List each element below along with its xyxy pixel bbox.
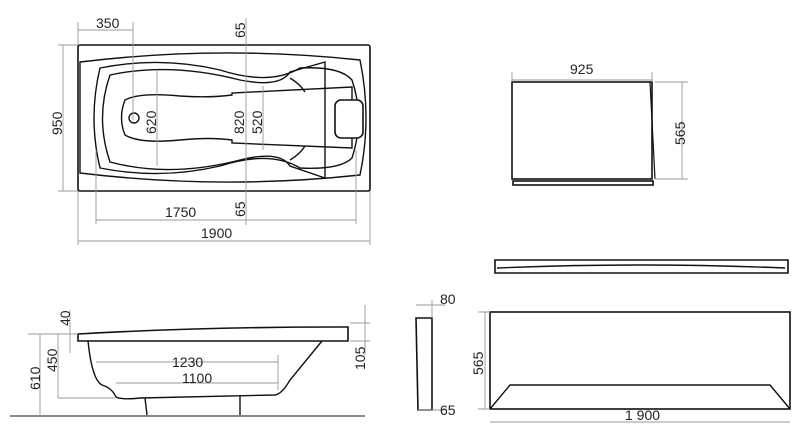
dim-1100: 1100 xyxy=(182,370,212,386)
dim-40: 40 xyxy=(57,310,73,326)
bathtub-side-view: 40 610 450 1230 1100 105 xyxy=(10,305,370,417)
front-panel-top-view xyxy=(494,259,789,274)
front-panel: 565 1 900 xyxy=(470,311,791,423)
dim-620: 620 xyxy=(143,110,159,134)
dim-1230: 1230 xyxy=(172,354,203,370)
end-panel-side-view: 80 65 xyxy=(415,291,456,418)
headrest-icon xyxy=(334,99,364,139)
dim-350: 350 xyxy=(96,15,120,31)
dim-520: 520 xyxy=(249,110,265,134)
dim-450: 450 xyxy=(44,348,60,372)
dim-1900: 1900 xyxy=(201,225,232,241)
dim-950: 950 xyxy=(49,111,65,135)
dim-1900-front: 1 900 xyxy=(625,407,660,423)
drain-icon xyxy=(128,112,140,124)
dim-65-top: 65 xyxy=(232,22,248,38)
dim-565-end: 565 xyxy=(672,121,688,145)
dim-80: 80 xyxy=(440,291,456,307)
dim-1750: 1750 xyxy=(165,204,196,220)
dim-610: 610 xyxy=(27,366,43,390)
bathtub-top-view: 350 65 950 620 820 520 65 1750 1900 xyxy=(49,15,371,245)
dim-105: 105 xyxy=(352,346,368,370)
dim-565-front: 565 xyxy=(470,351,486,375)
dim-820: 820 xyxy=(231,110,247,134)
dim-65-bottom: 65 xyxy=(232,201,248,217)
dim-925: 925 xyxy=(570,61,594,77)
end-panel: 925 565 xyxy=(511,61,688,186)
dim-65-panel: 65 xyxy=(440,402,456,418)
